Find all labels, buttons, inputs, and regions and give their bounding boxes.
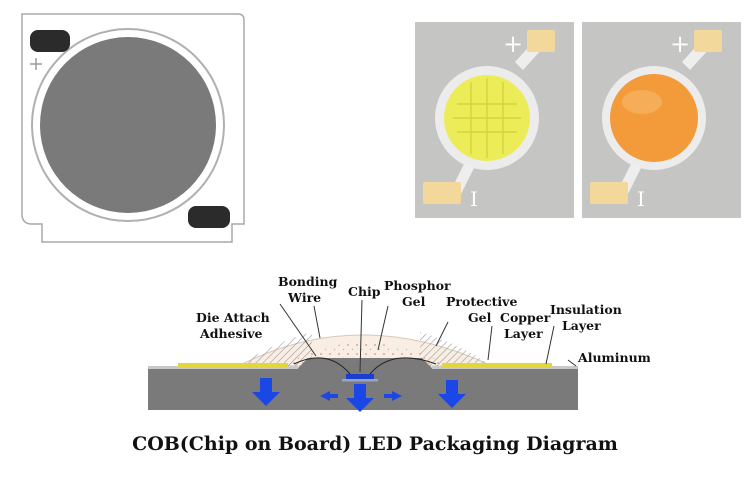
leader-lines [279, 299, 577, 373]
emitter-area [40, 37, 216, 213]
label-bonding-wire-line1: Bonding [278, 274, 338, 289]
cob-photo-orange-svg: + I [590, 30, 722, 211]
label-die-attach-line1: Die Attach [196, 310, 270, 325]
emitter-orange [610, 74, 698, 162]
pad-positive [694, 30, 722, 52]
label-insulation-layer-line1: Insulation [550, 302, 622, 317]
minus-mark: I [637, 187, 645, 211]
plus-mark: + [670, 30, 690, 58]
label-die-attach-line2: Adhesive [199, 326, 263, 341]
cob-photo-yellow-svg: + I [423, 30, 555, 211]
die-attach-adhesive [342, 379, 378, 382]
gel-wall-left [238, 332, 312, 366]
cob-photo-yellow: + I [415, 22, 574, 218]
label-phosphor-gel-line2: Gel [402, 294, 426, 309]
heat-arrow-right [384, 391, 402, 401]
label-copper-layer-line1: Copper [500, 310, 551, 325]
insulation-layer-left [148, 366, 298, 369]
gel-wall-right [420, 332, 492, 366]
bonding-wire-left [293, 357, 351, 375]
copper-layer-right [442, 363, 552, 367]
emitter-highlight [622, 90, 662, 114]
pad-top-left [30, 30, 70, 52]
label-copper-layer-line2: Layer [504, 326, 543, 341]
heat-arrow-down-left [252, 378, 280, 406]
pad-negative [590, 182, 628, 204]
label-protective-gel-line2: Gel [468, 310, 492, 325]
heat-arrow-down-right [438, 380, 466, 408]
plus-mark: + [503, 30, 523, 58]
heat-arrow-down-center [346, 384, 374, 412]
plus-marker-icon [30, 58, 42, 70]
insulation-layer-right [432, 366, 578, 369]
label-bonding-wire-line2: Wire [287, 290, 321, 305]
label-aluminum: Aluminum [577, 350, 650, 365]
label-chip: Chip [348, 284, 381, 299]
label-protective-gel-line1: Protective [446, 294, 517, 309]
heat-arrow-left [320, 391, 338, 401]
cob-board-outline [12, 10, 250, 250]
bonding-wire-right [369, 357, 437, 375]
minus-mark: I [470, 187, 478, 211]
cross-section-svg: Bonding Wire Chip Phosphor Gel Protectiv… [148, 274, 651, 412]
heat-flow-arrows [252, 378, 466, 412]
label-phosphor-gel-line1: Phosphor [384, 278, 451, 293]
label-insulation-layer-line2: Layer [562, 318, 601, 333]
cob-photo-orange: + I [582, 22, 741, 218]
diagram-caption: COB(Chip on Board) LED Packaging Diagram [132, 433, 618, 455]
pad-positive [527, 30, 555, 52]
cob-cross-section-diagram: Bonding Wire Chip Phosphor Gel Protectiv… [130, 262, 651, 422]
copper-layer-left [178, 363, 288, 367]
pad-bottom-right [188, 206, 230, 228]
pad-negative [423, 182, 461, 204]
chip [346, 374, 374, 380]
chip-grid [453, 78, 521, 158]
cob-board-outline-svg [21, 13, 245, 243]
